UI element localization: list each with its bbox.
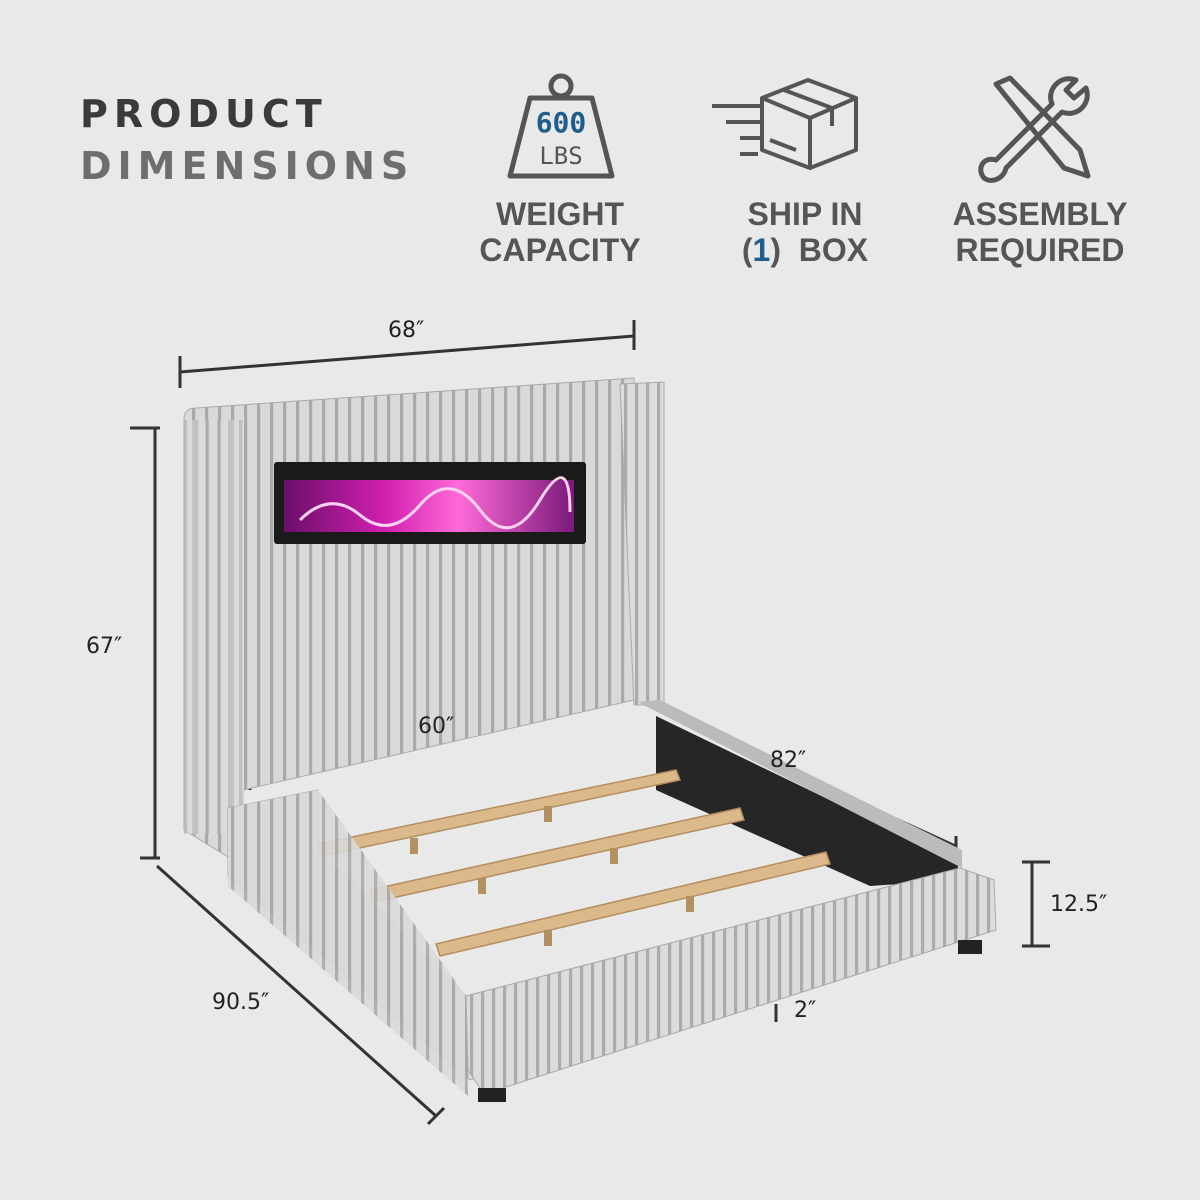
inner-width-label: 60″	[418, 714, 455, 739]
inner-length-label: 82″	[770, 748, 807, 773]
wrench-screwdriver-icon	[978, 75, 1091, 183]
headboard	[183, 377, 665, 867]
page-title: PRODUCT DIMENSIONS	[80, 88, 414, 192]
fireplace-panel	[274, 462, 586, 544]
weight-icon	[507, 73, 615, 179]
slats	[317, 769, 831, 957]
title-line-1: PRODUCT	[80, 92, 328, 136]
weight-badge-unit: LBS	[539, 142, 583, 170]
assembly-label: ASSEMBLY REQUIRED	[952, 196, 1128, 268]
weight-capacity-label: WEIGHT CAPACITY	[479, 196, 641, 268]
overall-width-label: 68″	[388, 318, 425, 343]
overall-length-label: 90.5″	[212, 990, 270, 1015]
ship-label: SHIP IN (1) BOX	[741, 196, 869, 268]
clearance-label: 2″	[794, 998, 817, 1023]
side-rail	[638, 700, 962, 886]
weight-badge-number: 600	[535, 106, 587, 139]
rail-height-label: 12.5″	[1050, 892, 1108, 917]
bed-base	[227, 789, 997, 1102]
overall-height-label: 67″	[86, 634, 123, 659]
box-icon	[712, 78, 858, 170]
title-line-2: DIMENSIONS	[80, 144, 415, 188]
